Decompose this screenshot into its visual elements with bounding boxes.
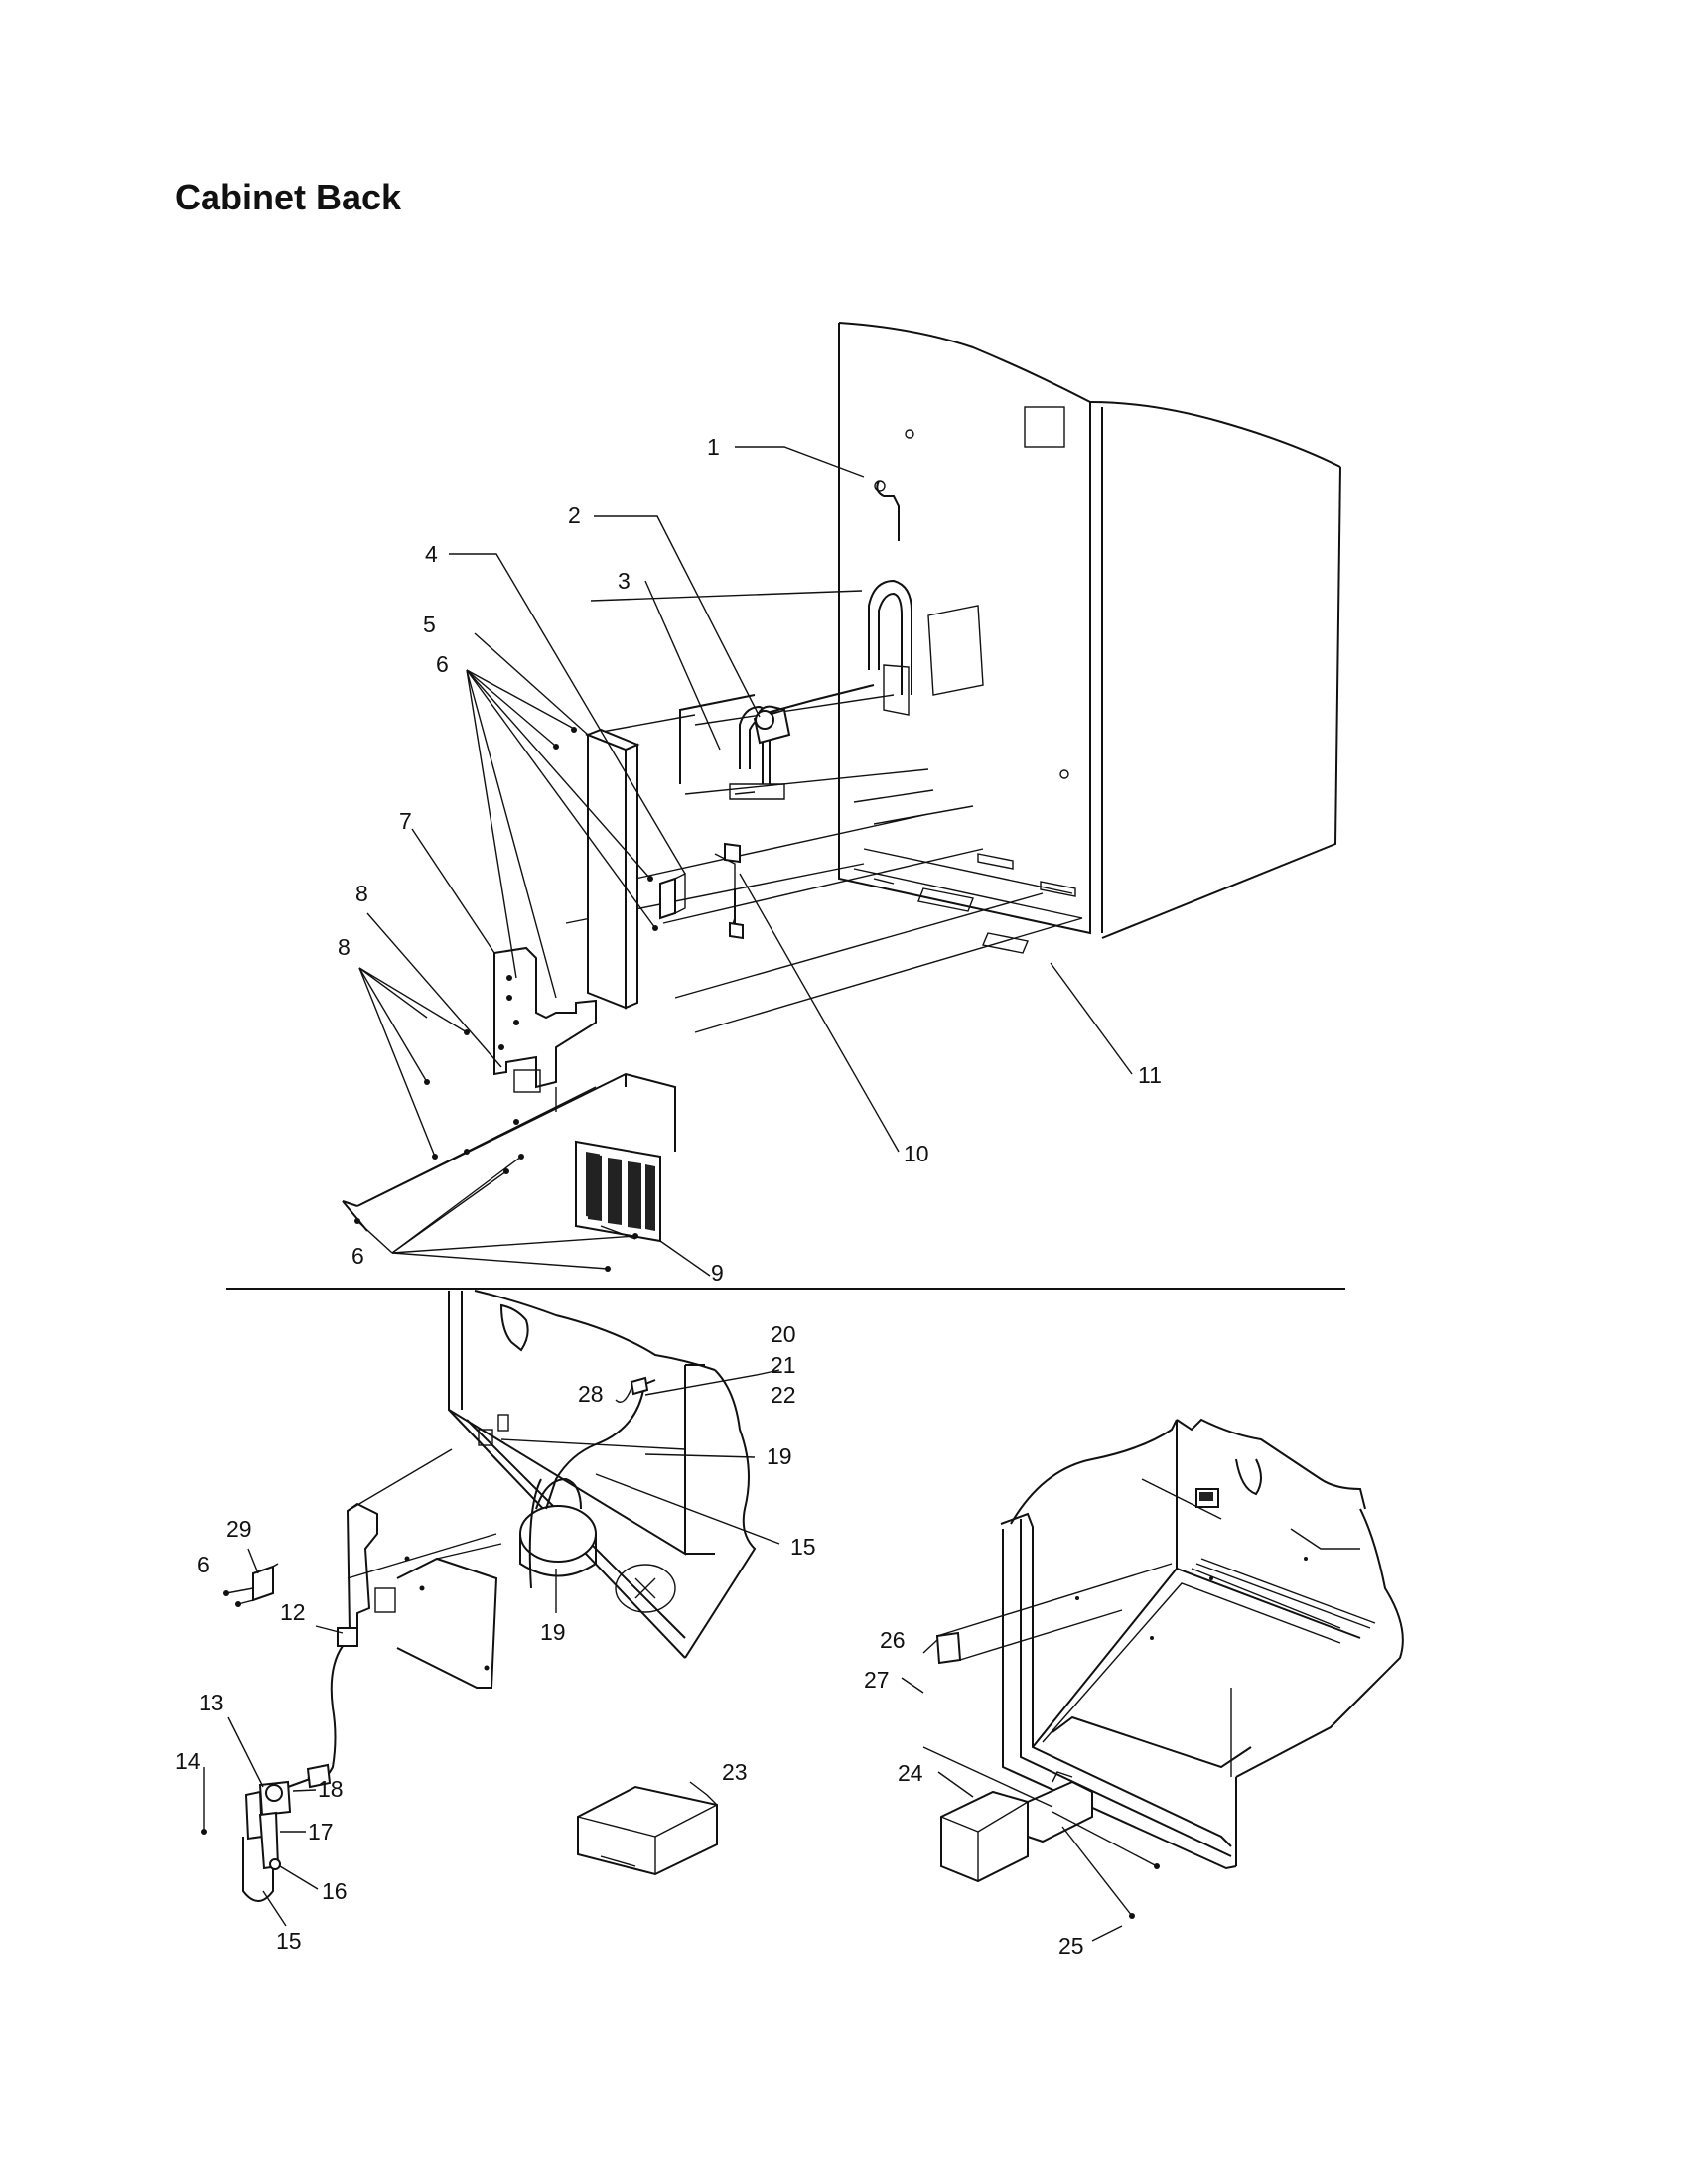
- callout-1: 1: [707, 434, 720, 460]
- thermistor-block: [935, 1563, 1173, 1665]
- callout-29: 29: [226, 1516, 252, 1542]
- callout-27: 27: [864, 1667, 890, 1693]
- callout-22: 22: [771, 1382, 796, 1408]
- page-title: Cabinet Back: [175, 177, 402, 217]
- water-valve-assembly: [201, 1627, 358, 1902]
- callout-19b: 19: [540, 1619, 566, 1645]
- callout-5: 5: [423, 612, 436, 637]
- callout-7: 7: [399, 808, 412, 834]
- panel-bracket: [659, 872, 686, 920]
- callout-19a: 19: [767, 1443, 792, 1469]
- leader-lines-bottom: [203, 1369, 1123, 1942]
- leader-lines-top: [356, 446, 1133, 1277]
- explosion-guide-lines: [565, 590, 1083, 1033]
- callout-21: 21: [771, 1352, 796, 1378]
- callout-8a: 8: [355, 881, 368, 906]
- callout-6b: 6: [351, 1243, 364, 1269]
- callout-25: 25: [1058, 1933, 1084, 1959]
- callout-18: 18: [318, 1776, 344, 1802]
- callout-23: 23: [722, 1759, 748, 1785]
- ice-bin-drawer: [922, 1746, 1160, 1919]
- callout-26: 26: [880, 1627, 906, 1653]
- callout-12: 12: [280, 1599, 306, 1625]
- callout-28: 28: [578, 1381, 604, 1407]
- callout-6a: 6: [436, 651, 449, 677]
- callout-15b: 15: [276, 1928, 302, 1954]
- bracket-29: [223, 1563, 279, 1607]
- callout-8b: 8: [338, 934, 351, 960]
- callout-3: 3: [618, 568, 631, 594]
- rear-panel: [585, 728, 640, 1010]
- callout-6c: 6: [197, 1552, 210, 1577]
- callout-24: 24: [898, 1760, 923, 1786]
- cabinet-body: [838, 322, 1341, 954]
- callout-13: 13: [199, 1690, 224, 1715]
- callout-10: 10: [904, 1141, 929, 1166]
- compartment-cover: [342, 1072, 676, 1243]
- callout-20: 20: [771, 1321, 796, 1347]
- callout-labels: 1 2 3 4 5 6 7 8 8 6 9 10 11 20 21 22 28 …: [175, 434, 1162, 1959]
- callout-15a: 15: [790, 1534, 816, 1560]
- machine-compartment: [448, 1290, 757, 1659]
- callout-14: 14: [175, 1748, 201, 1774]
- callout-11: 11: [1138, 1062, 1162, 1088]
- freezer-compartment: [1000, 1418, 1404, 1870]
- callout-9: 9: [711, 1260, 724, 1286]
- callout-2: 2: [568, 502, 581, 528]
- mounting-bracket: [493, 946, 597, 1093]
- tubing-assembly: [679, 684, 875, 940]
- grille-slats: [588, 1154, 655, 1231]
- callout-16: 16: [322, 1878, 348, 1904]
- callout-17: 17: [308, 1819, 334, 1844]
- callout-4: 4: [425, 541, 438, 567]
- cover-panel-small: [346, 1448, 502, 1689]
- crisper-pan: [577, 1785, 718, 1876]
